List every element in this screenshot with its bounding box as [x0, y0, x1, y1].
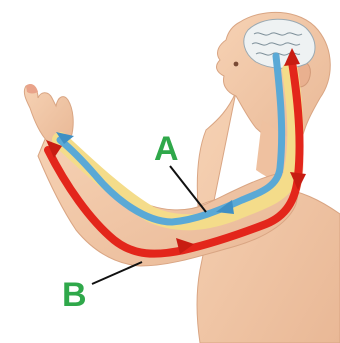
label-a: A — [154, 130, 179, 168]
fingertips — [26, 84, 38, 94]
leader-line-b — [92, 262, 142, 284]
eye — [234, 62, 239, 67]
label-b: B — [62, 276, 87, 314]
